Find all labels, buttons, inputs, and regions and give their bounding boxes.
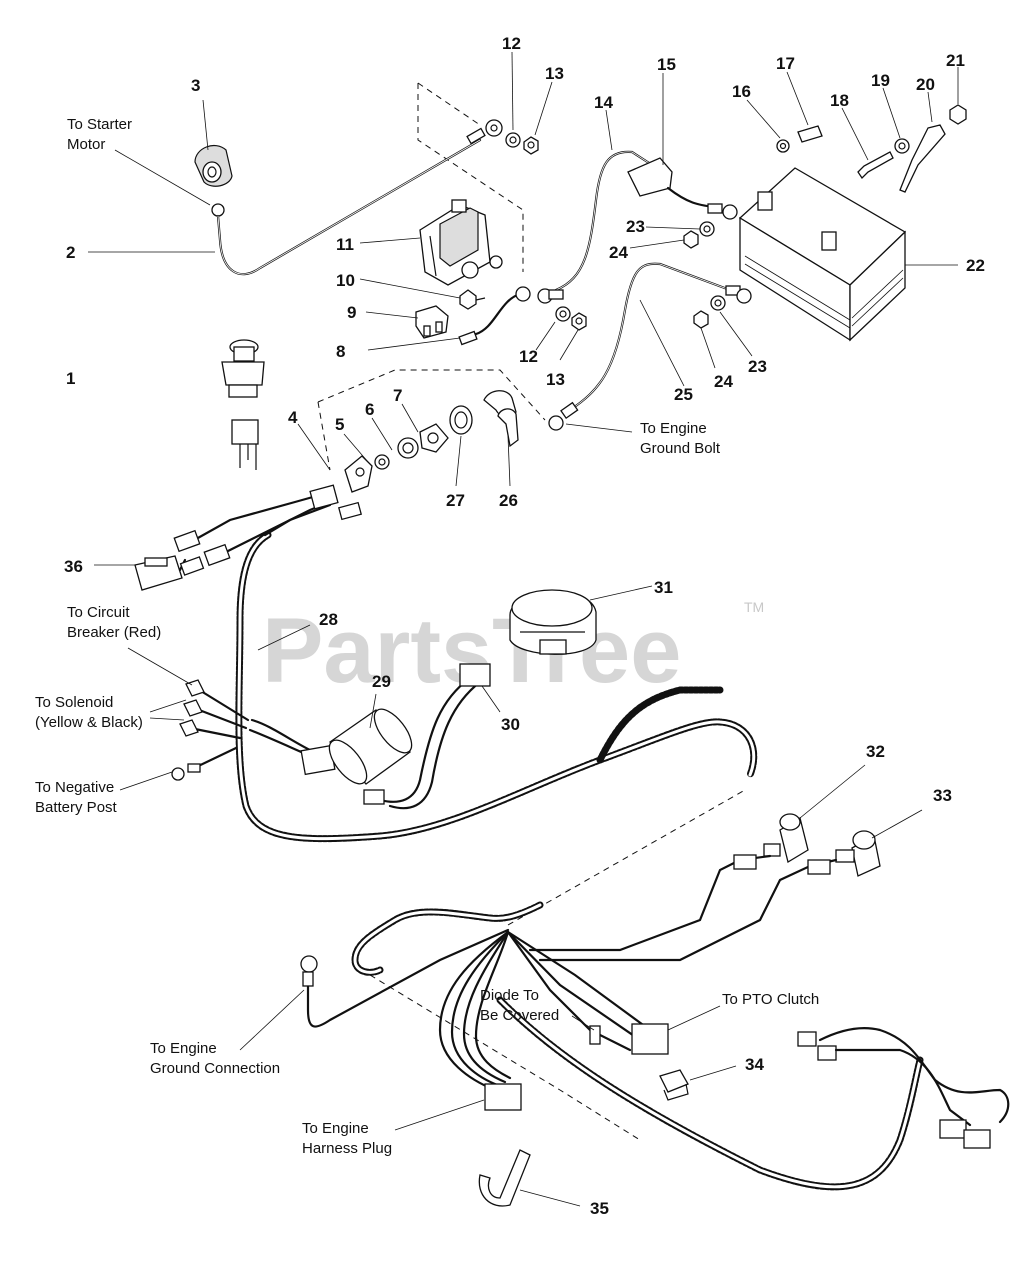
label-to-circuit-breaker-line2: Breaker (Red): [67, 624, 161, 641]
lower-harness-part: [300, 901, 1010, 1191]
callout-24-upper: 24: [609, 243, 628, 262]
assembly-dashed-lines: [317, 82, 746, 1141]
label-to-engine-harness-plug-line2: Harness Plug: [302, 1140, 392, 1157]
callout-13-lower: 13: [546, 370, 565, 389]
module-31-part: [509, 589, 597, 655]
callout-20: 20: [916, 75, 935, 94]
callout-35: 35: [590, 1199, 609, 1218]
label-to-starter-motor-line2: Motor: [67, 136, 105, 153]
sleeve-29-part: [328, 708, 413, 785]
callout-23-upper: 23: [626, 217, 645, 236]
callout-22: 22: [966, 256, 985, 275]
callout-12-lower: 12: [519, 347, 538, 366]
label-diode-line1: Diode To: [480, 987, 539, 1004]
callout-31: 31: [654, 578, 673, 597]
callout-30: 30: [501, 715, 520, 734]
callout-18: 18: [830, 91, 849, 110]
leader-lines: [88, 51, 959, 1207]
callout-7: 7: [393, 386, 402, 405]
label-to-circuit-breaker-line1: To Circuit: [67, 604, 130, 621]
callout-15: 15: [657, 55, 676, 74]
label-to-pto-clutch: To PTO Clutch: [722, 991, 819, 1008]
callout-4: 4: [288, 408, 298, 427]
callout-28: 28: [319, 610, 338, 629]
callout-10: 10: [336, 271, 355, 290]
callout-6: 6: [365, 400, 374, 419]
solenoid-part: [419, 199, 503, 286]
label-diode-line2: Be Covered: [480, 1007, 559, 1024]
washer-nut-top: [505, 132, 539, 155]
label-to-engine-harness-plug-line1: To Engine: [302, 1120, 369, 1137]
callout-21: 21: [946, 51, 965, 70]
positive-cable-part: [537, 150, 738, 304]
label-to-negative-battery-post-line1: To Negative: [35, 779, 114, 796]
callout-25: 25: [674, 385, 693, 404]
callout-24-lower: 24: [714, 372, 733, 391]
label-to-engine-ground-connection-line1: To Engine: [150, 1040, 217, 1057]
callout-14: 14: [594, 93, 613, 112]
pto-switch-part: [221, 339, 265, 470]
callout-29: 29: [372, 672, 391, 691]
clip-34-part: [659, 1069, 689, 1101]
diode-wire-part: [458, 286, 531, 346]
callout-34: 34: [745, 1055, 764, 1074]
terminal-hardware: [683, 221, 726, 329]
callout-27: 27: [446, 491, 465, 510]
ignition-switch-part: [344, 390, 519, 493]
callout-numbers: 1 2 3 4 5 6 7 8 9 10 11 12 13 12 13 14 1…: [64, 34, 985, 1218]
switch-32-part: [528, 813, 809, 952]
label-to-solenoid-line2: (Yellow & Black): [35, 714, 143, 731]
callout-19: 19: [871, 71, 890, 90]
label-to-solenoid-line1: To Solenoid: [35, 694, 113, 711]
callout-12-top: 12: [502, 34, 521, 53]
clamp-35-part: [478, 1149, 531, 1207]
connector-36-part: [134, 555, 183, 591]
callout-8: 8: [336, 342, 345, 361]
callout-11: 11: [336, 235, 354, 254]
callout-32: 32: [866, 742, 885, 761]
callout-36: 36: [64, 557, 83, 576]
callout-17: 17: [776, 54, 795, 73]
washer-nut-lower: [555, 306, 587, 331]
starter-cable-part: [211, 119, 503, 276]
switch-33-part: [538, 830, 881, 962]
label-to-negative-battery-post-line2: Battery Post: [35, 799, 118, 816]
battery-part: [738, 167, 907, 342]
callout-16: 16: [732, 82, 751, 101]
callout-1: 1: [66, 369, 75, 388]
relay-part: [415, 305, 449, 339]
callout-33: 33: [933, 786, 952, 805]
callout-5: 5: [335, 415, 344, 434]
battery-hardware: [776, 104, 967, 193]
ground-cable-part: [548, 262, 752, 431]
callout-2: 2: [66, 243, 75, 262]
bolt-part: [459, 289, 486, 310]
watermark-trademark: TM: [744, 599, 764, 615]
label-to-engine-ground-bolt-line1: To Engine: [640, 420, 707, 437]
label-to-engine-ground-bolt-line2: Ground Bolt: [640, 440, 721, 457]
connector-30-part: [363, 663, 491, 810]
label-to-engine-ground-connection-line2: Ground Connection: [150, 1060, 280, 1077]
label-to-starter-motor-line1: To Starter: [67, 116, 132, 133]
callout-26: 26: [499, 491, 518, 510]
starter-boot-part: [194, 145, 233, 187]
main-harness-part: [171, 484, 758, 843]
callout-9: 9: [347, 303, 356, 322]
callout-3: 3: [191, 76, 200, 95]
callout-13-top: 13: [545, 64, 564, 83]
connection-labels: To Starter Motor To Engine Ground Bolt T…: [35, 116, 819, 1157]
callout-23-lower: 23: [748, 357, 767, 376]
